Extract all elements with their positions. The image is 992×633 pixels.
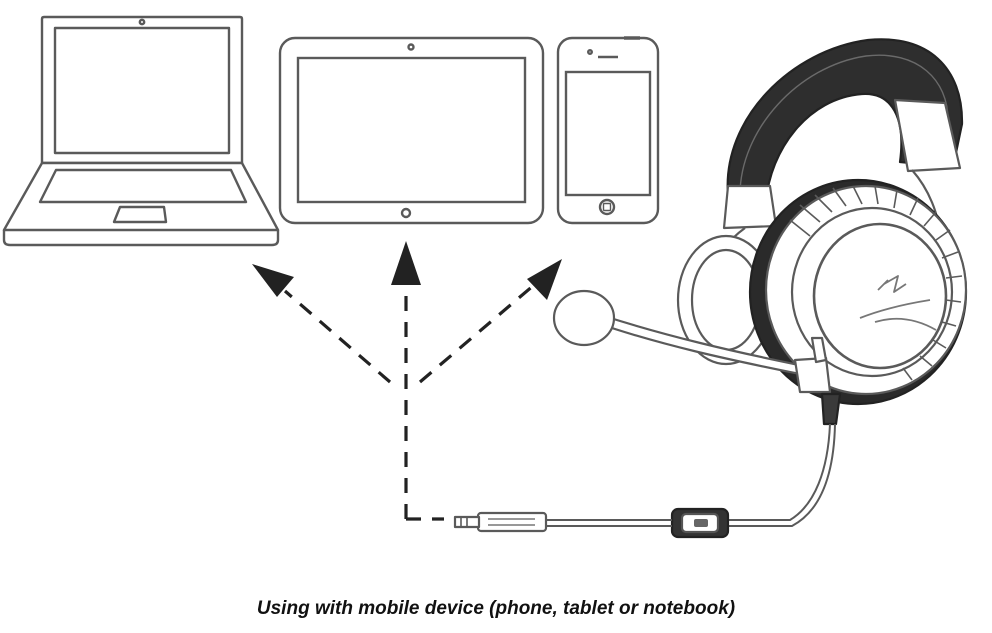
- arrow-to-phone: [527, 259, 562, 300]
- connection-arrows: [283, 282, 536, 521]
- connection-diagram: [2, 15, 968, 539]
- arrow-to-laptop: [252, 264, 294, 297]
- arrow-heads: [252, 241, 562, 300]
- hyperx-logo-icon: [859, 275, 937, 331]
- laptop-icon: [2, 15, 280, 247]
- figure-caption: Using with mobile device (phone, tablet …: [256, 598, 736, 619]
- tablet-icon: [278, 36, 545, 225]
- arrow-to-tablet: [391, 241, 421, 285]
- headset-icon: [453, 38, 968, 539]
- phone-icon: [556, 36, 660, 225]
